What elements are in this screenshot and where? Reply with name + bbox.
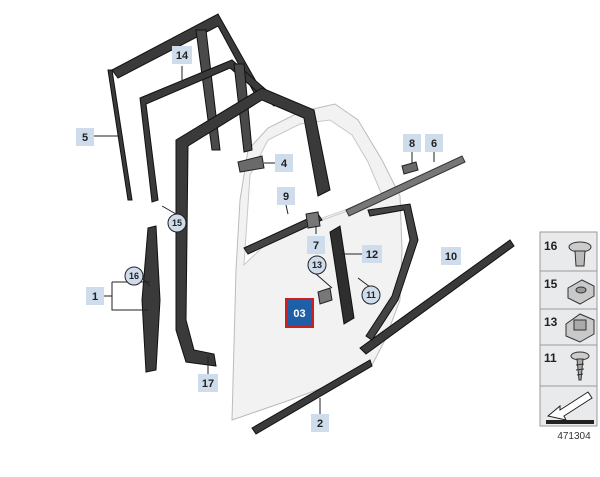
push-clip-icon xyxy=(568,241,592,267)
svg-text:2: 2 xyxy=(317,418,323,430)
diagram-reference-number: 471304 xyxy=(557,431,591,442)
svg-text:10: 10 xyxy=(445,251,457,263)
callout-10[interactable]: 10 xyxy=(441,247,461,265)
legend-item-11[interactable]: 11 xyxy=(544,351,590,381)
svg-text:13: 13 xyxy=(312,260,322,270)
legend-item-13[interactable]: 13 xyxy=(544,313,595,343)
rear-door-seal xyxy=(359,239,515,355)
svg-text:13: 13 xyxy=(544,315,558,329)
part-03-bracket xyxy=(317,287,333,305)
door-edge-seal xyxy=(175,87,331,367)
callout-6[interactable]: 6 xyxy=(425,134,443,152)
legend-item-16[interactable]: 16 xyxy=(544,239,592,267)
svg-text:4: 4 xyxy=(281,158,288,170)
callout-13[interactable]: 13 xyxy=(307,255,327,275)
part-4-clip xyxy=(237,155,265,173)
svg-text:5: 5 xyxy=(82,132,88,144)
edge-seal-rear xyxy=(365,203,419,341)
callout-8[interactable]: 8 xyxy=(403,134,421,152)
callout-7[interactable]: 7 xyxy=(307,236,325,254)
callout-15[interactable]: 15 xyxy=(167,213,187,233)
svg-text:15: 15 xyxy=(172,218,182,228)
bottom-door-seal xyxy=(251,359,373,435)
screw-icon xyxy=(570,351,590,381)
svg-text:9: 9 xyxy=(283,191,289,203)
callout-2[interactable]: 2 xyxy=(311,414,329,432)
fastener-legend: 16 15 13 11 xyxy=(539,231,598,427)
legend-item-15[interactable]: 15 xyxy=(544,277,595,305)
window-channel-strip xyxy=(243,213,323,255)
part-7-block xyxy=(305,211,321,229)
svg-text:11: 11 xyxy=(366,290,376,300)
callout-14[interactable]: 14 xyxy=(172,46,192,64)
callout-5[interactable]: 5 xyxy=(76,128,94,146)
callout-16[interactable]: 16 xyxy=(124,266,144,286)
callout-4[interactable]: 4 xyxy=(275,154,293,172)
svg-text:17: 17 xyxy=(202,378,214,390)
callout-17[interactable]: 17 xyxy=(198,374,218,392)
svg-text:14: 14 xyxy=(176,50,189,62)
callout-9[interactable]: 9 xyxy=(277,187,295,205)
arrow-icon xyxy=(546,391,594,424)
pillar-trim xyxy=(329,225,355,325)
outer-belt-strip xyxy=(345,155,466,217)
clip-nut-icon xyxy=(567,279,595,305)
svg-text:7: 7 xyxy=(313,240,319,252)
part-8-clip xyxy=(401,161,419,175)
callout-11[interactable]: 11 xyxy=(361,285,381,305)
svg-text:11: 11 xyxy=(544,351,557,365)
svg-text:8: 8 xyxy=(409,138,415,150)
callout-03-selected[interactable]: 03 xyxy=(285,298,314,328)
callout-1[interactable]: 1 xyxy=(86,287,104,305)
callout-12[interactable]: 12 xyxy=(362,245,382,263)
svg-text:03: 03 xyxy=(293,308,305,320)
svg-text:16: 16 xyxy=(544,239,558,253)
svg-text:6: 6 xyxy=(431,138,437,150)
lower-pillar-trim xyxy=(141,225,161,373)
svg-text:16: 16 xyxy=(129,271,139,281)
svg-text:1: 1 xyxy=(92,291,98,303)
svg-text:12: 12 xyxy=(366,249,378,261)
clip-bracket-icon xyxy=(565,313,595,343)
svg-text:15: 15 xyxy=(544,277,558,291)
